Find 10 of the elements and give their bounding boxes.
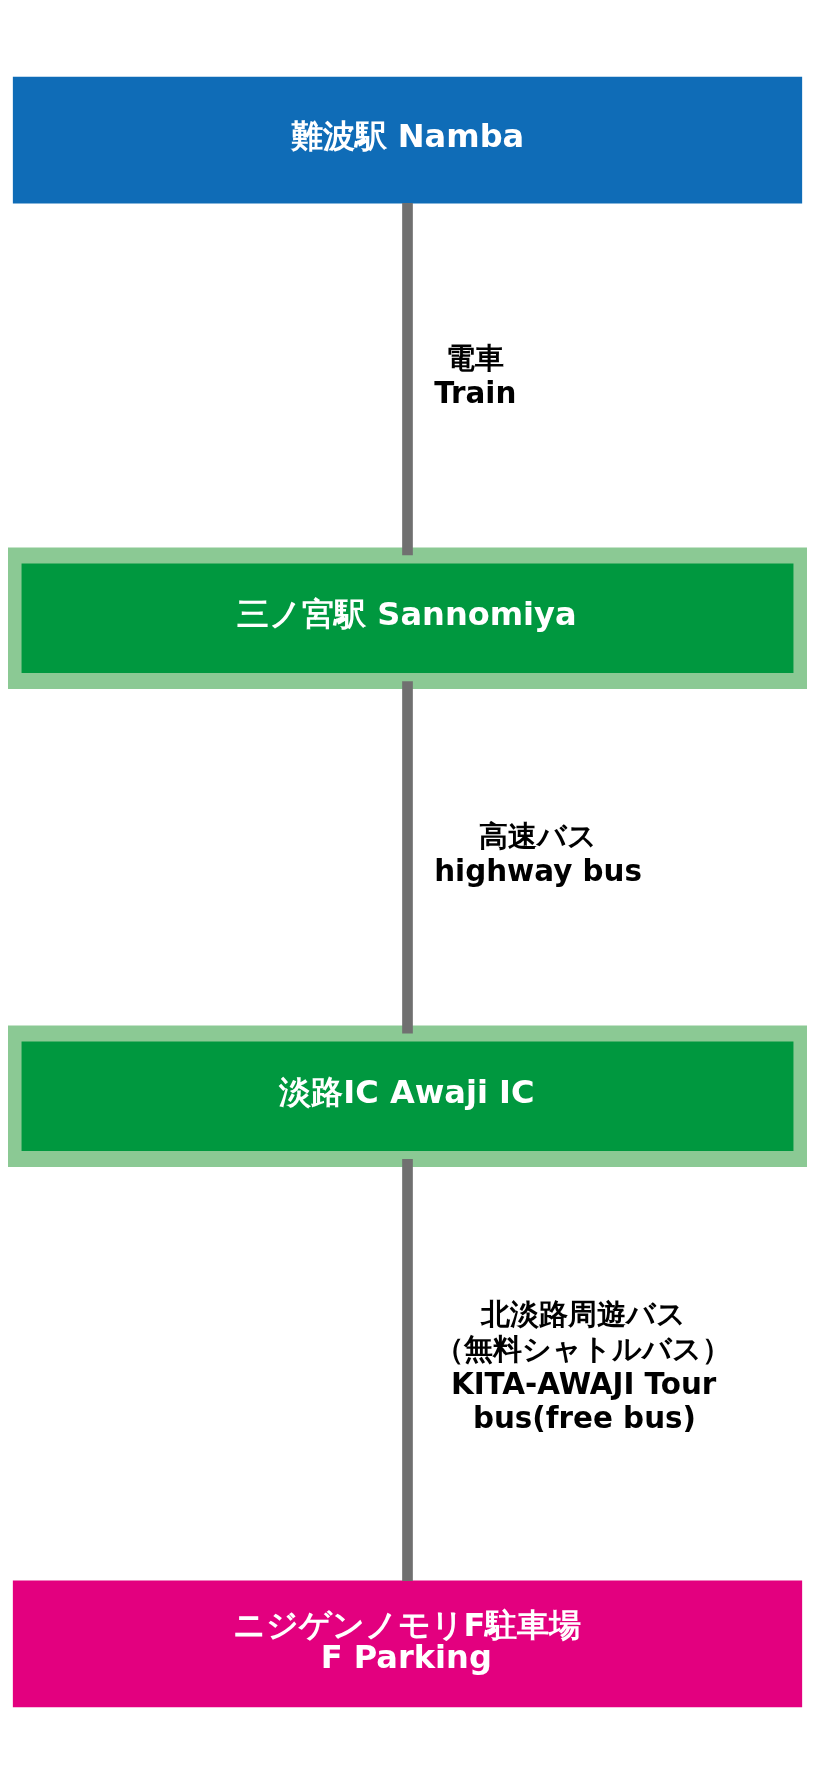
connector: [402, 1159, 413, 1581]
connector: [402, 203, 413, 556]
node-box: ニジゲンノモリF駐車場 F Parking: [12, 1580, 803, 1708]
connector: [402, 681, 413, 1034]
edge-label: 電車 Train: [434, 340, 517, 410]
edge-label: 高速バス highway bus: [434, 819, 642, 888]
edge-label: 北淡路周遊バス（無料シャトルバス） KITA-AWAJI Tour bus(free bus): [434, 1297, 731, 1436]
node-box: 三ノ宮駅 Sannomiya: [8, 547, 807, 689]
node-box: 淡路IC Awaji IC: [8, 1025, 807, 1168]
node-box: 難波駅 Namba: [12, 76, 803, 204]
